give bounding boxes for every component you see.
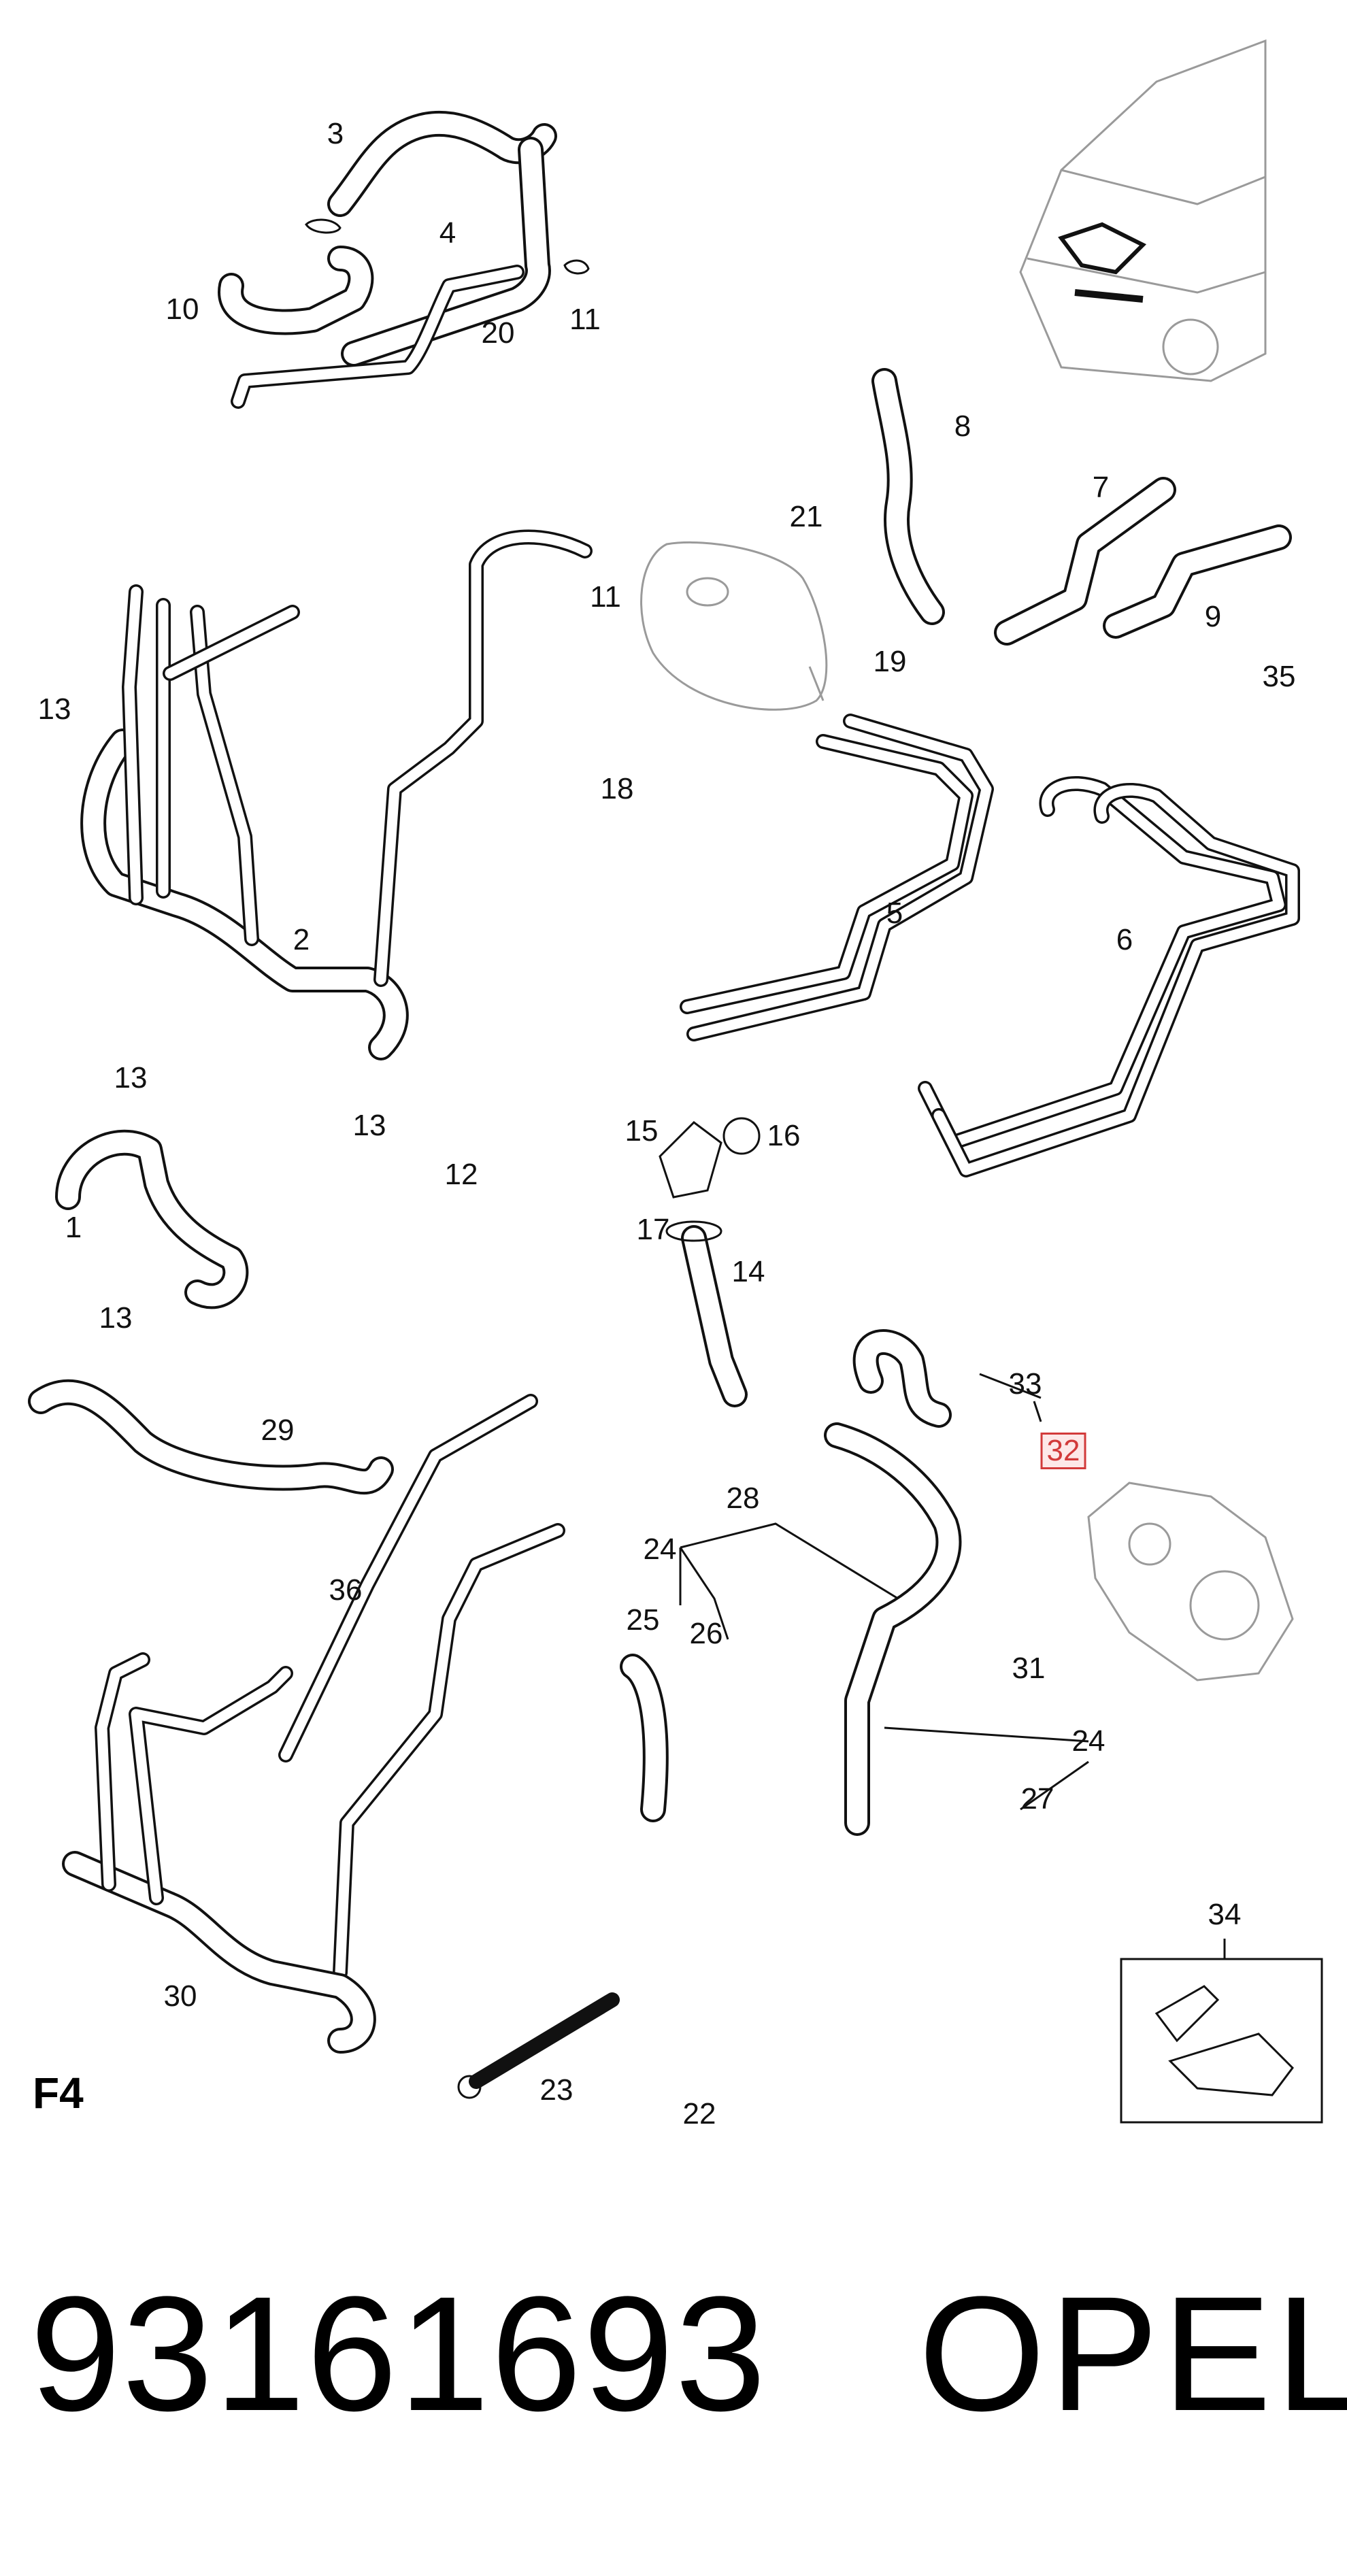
hose-group-top [218, 110, 590, 409]
callout-13: 13 [37, 692, 71, 726]
callout-21: 21 [789, 500, 823, 533]
callout-12: 12 [444, 1158, 478, 1191]
bolt-23 [469, 1992, 620, 2089]
callout-9: 9 [1204, 600, 1222, 633]
pipe-assembly-6 [918, 776, 1300, 1177]
callout-15: 15 [625, 1114, 659, 1148]
part-number: 93161693 [30, 2262, 767, 2445]
callout-10: 10 [165, 292, 199, 326]
callout-30: 30 [163, 1979, 197, 2013]
callout-31: 31 [1012, 1652, 1046, 1685]
pipe-36b [333, 1523, 565, 1980]
leader-lines [679, 1373, 1226, 1959]
callout-20: 20 [481, 316, 515, 350]
callout-34: 34 [1208, 1898, 1242, 1931]
hose-group-24 [620, 1422, 962, 1836]
callout-35: 35 [1262, 660, 1296, 693]
figure-code: F4 [33, 2069, 84, 2118]
callout-24: 24 [643, 1533, 677, 1566]
callout-2: 2 [293, 923, 310, 956]
hose-group-30 [62, 1652, 376, 2054]
pipe-assembly-5 [680, 714, 994, 1041]
vehicle-sketch [1019, 39, 1267, 382]
egr-cooler [1087, 1482, 1294, 1682]
callout-18: 18 [600, 772, 634, 805]
callout-27: 27 [1020, 1782, 1054, 1816]
kit-box-34 [1120, 1958, 1323, 2124]
callout-26: 26 [689, 1617, 723, 1650]
callout-17: 17 [636, 1213, 670, 1246]
callout-28: 28 [726, 1482, 760, 1515]
callout-3: 3 [327, 117, 344, 150]
callout-19: 19 [873, 645, 907, 678]
callout-29: 29 [261, 1414, 295, 1447]
callout-33: 33 [1008, 1367, 1042, 1401]
callout-8: 8 [954, 409, 971, 443]
callout-5: 5 [886, 897, 903, 930]
callout-23: 23 [539, 2073, 573, 2107]
callout-25: 25 [626, 1603, 660, 1637]
callout-7: 7 [1092, 471, 1110, 504]
callout-6: 6 [1116, 923, 1133, 956]
callout-16: 16 [767, 1119, 801, 1152]
brand-name: OPEL [918, 2262, 1347, 2445]
callout-24-b: 24 [1071, 1724, 1105, 1758]
hose-group-2 [80, 529, 593, 1060]
callout-4: 4 [439, 216, 456, 250]
pipe-36a [278, 1394, 538, 1762]
callout-13-b: 13 [114, 1061, 148, 1094]
callout-14: 14 [731, 1255, 765, 1288]
thermostat-housing-15 [659, 1121, 722, 1199]
callout-22: 22 [682, 2097, 716, 2130]
callout-1: 1 [65, 1211, 82, 1244]
callout-13-d: 13 [99, 1301, 133, 1335]
callout-13-c: 13 [352, 1109, 386, 1142]
callout-11-b: 11 [590, 580, 621, 614]
expansion-tank [640, 541, 828, 711]
callout-32-highlighted[interactable]: 32 [1040, 1433, 1086, 1469]
callout-11: 11 [569, 303, 601, 336]
callout-36: 36 [329, 1573, 363, 1607]
